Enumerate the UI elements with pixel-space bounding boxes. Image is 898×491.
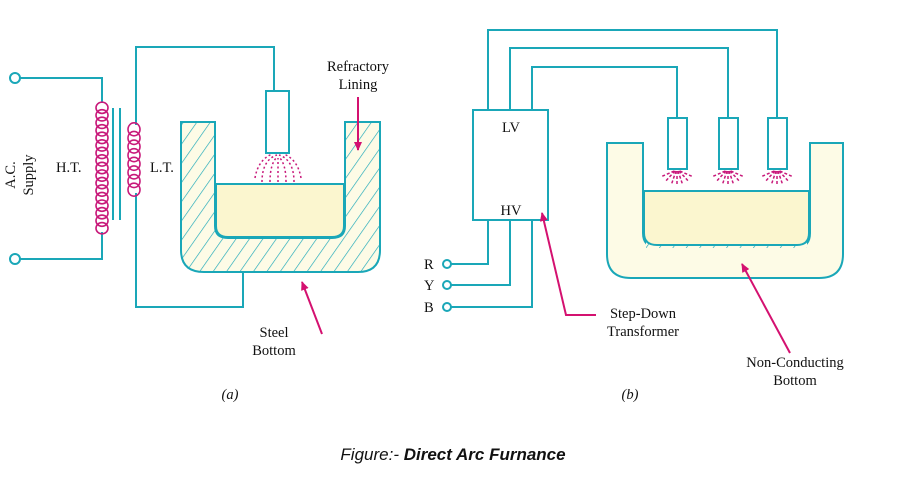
phase-y-lead (451, 220, 511, 286)
arc-ray-2 (715, 170, 727, 183)
lt-coil-turn (127, 156, 141, 172)
phase-y-label: Y (424, 278, 435, 294)
arc-ray-1 (670, 170, 677, 186)
supply-terminal-bottom (9, 253, 21, 265)
steel-bottom-label-line2: Bottom (252, 343, 296, 359)
arc-ray-3 (760, 170, 775, 178)
refractory-label-line1: Refractory (327, 59, 390, 75)
ht-lead-top (20, 77, 103, 103)
lv-lead-3 (531, 66, 678, 118)
electrode-a (265, 90, 290, 154)
refractory-label-line2: Lining (339, 77, 378, 93)
phase-y-terminal (442, 280, 452, 290)
non-conducting-label-line1: Non-Conducting (746, 355, 843, 371)
lv-lead-1 (487, 29, 778, 118)
hv-label: HV (501, 203, 522, 219)
arc-ray-3 (777, 170, 784, 186)
arc-discharge-a (254, 153, 302, 183)
lt-coil-turn (127, 130, 141, 146)
phase-b-lead (451, 220, 533, 308)
lt-coil-turn (127, 147, 141, 163)
ht-coil-turn (95, 146, 109, 160)
ht-coil-turn (95, 123, 109, 137)
arc-ray-1 (660, 170, 675, 178)
arc-ray-3 (779, 170, 794, 178)
phase-b-label: B (424, 300, 434, 316)
lt-coil-turn (127, 182, 141, 197)
lt-coil (127, 122, 141, 197)
arc-discharge-b (660, 170, 794, 186)
ht-label: H.T. (56, 160, 82, 176)
non-conducting-label-line2: Bottom (773, 373, 817, 389)
supply-terminal-top (9, 72, 21, 84)
ht-coil-turn (95, 184, 109, 198)
ht-coil-turn (95, 176, 109, 190)
steel-bottom-arrow (301, 281, 323, 335)
figure-a-tag: (a) (222, 387, 239, 403)
arc-ray-1 (678, 170, 690, 183)
ht-coil-turn (95, 138, 109, 152)
arc-ray-3 (770, 170, 777, 186)
steel-bottom (188, 245, 373, 263)
electrode-b1 (667, 117, 688, 170)
phase-b-terminal (442, 302, 452, 312)
lt-lead-top (135, 46, 275, 125)
arc-ray-1 (677, 170, 684, 186)
non-conducting-arrow (741, 263, 791, 354)
caption-title: Direct Arc Furnance (403, 445, 566, 464)
steel-bottom-label-line1: Steel (260, 325, 289, 341)
figure-b-tag: (b) (622, 387, 639, 403)
electrode-b3 (767, 117, 788, 170)
transformer-label-line2: Transformer (607, 324, 679, 340)
arc-ray-2 (730, 170, 745, 178)
arc-ray-2 (728, 170, 735, 186)
ht-coil-turn (95, 221, 109, 235)
arc-ray-1 (664, 170, 676, 183)
ht-coil-turn (95, 154, 109, 167)
arc-ray-3 (764, 170, 776, 183)
electrode-b2 (718, 117, 739, 170)
ht-coil-turn (95, 108, 109, 122)
ht-coil-turn (95, 131, 109, 145)
phase-r-label: R (424, 257, 434, 273)
molten-charge-b (643, 190, 810, 246)
figure-caption: Figure:- Direct Arc Furnance (0, 445, 898, 465)
arc-ray-2 (711, 170, 726, 178)
lt-lead-bottom (135, 193, 244, 308)
ht-coil (95, 101, 109, 235)
arc-ray-2 (721, 170, 728, 186)
ht-coil-turn (95, 116, 109, 130)
lv-label: LV (502, 120, 521, 136)
arc-ray-3 (778, 170, 790, 183)
figure-a (9, 46, 381, 308)
ht-coil-turn (95, 161, 109, 175)
molten-charge-a (215, 183, 345, 238)
ht-coil-turn (95, 199, 109, 213)
ht-coil-turn (95, 191, 109, 205)
phase-r-lead (451, 220, 489, 265)
ht-coil-turn (95, 214, 109, 228)
arc-ray-2 (729, 170, 741, 183)
figure-b (442, 29, 844, 312)
ht-coil-turn (95, 169, 109, 182)
step-down-transformer-box (472, 109, 549, 221)
lt-coil-turn (127, 165, 141, 180)
transformer-label-line1: Step-Down (610, 306, 677, 322)
phase-r-terminal (442, 259, 452, 269)
lt-label: L.T. (150, 160, 174, 176)
arc-ray-1 (679, 170, 694, 178)
lt-coil-turn (127, 173, 141, 189)
lv-lead-2 (509, 47, 729, 118)
ht-coil-turn (95, 206, 109, 220)
lt-coil-turn (127, 122, 141, 137)
supply-label-line1: A.C. (3, 161, 19, 188)
transformer-arrow (539, 212, 596, 316)
caption-prefix: Figure:- (340, 445, 399, 464)
supply-label-line2: Supply (21, 154, 37, 196)
ht-lead-bottom (20, 232, 103, 260)
lt-coil-turn (127, 139, 141, 154)
ht-coil-turn (95, 101, 109, 115)
